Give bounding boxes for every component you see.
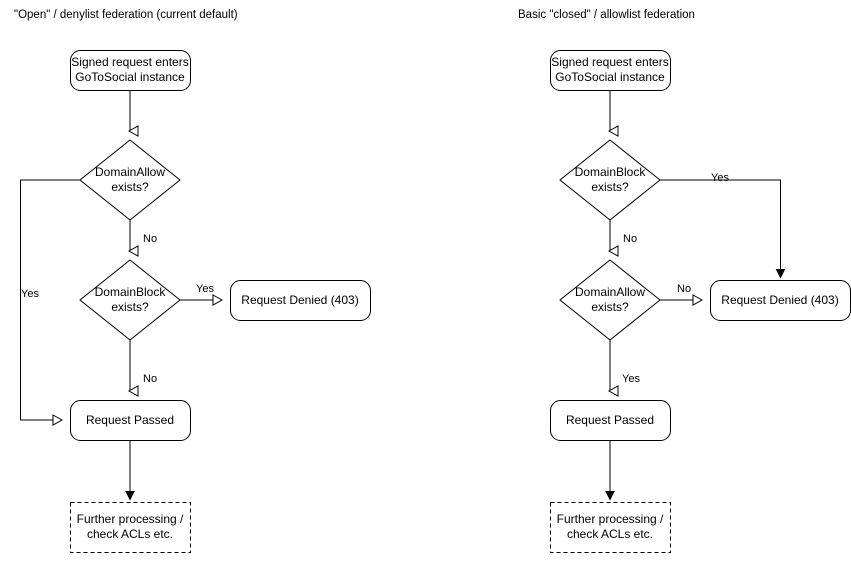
node-request-denied-right xyxy=(710,280,851,321)
node-decision-domainallow-left xyxy=(79,139,181,221)
edge-label-domainblock-no-left: No xyxy=(143,373,158,385)
edge-label-domainblock-yes-right: Yes xyxy=(711,172,729,184)
edge-label-domainallow-yes-left: Yes xyxy=(21,288,39,300)
edge-domainblock-yes-right xyxy=(660,179,781,277)
node-decision-domainallow-right xyxy=(559,259,661,341)
diagram-title-closed-allowlist: Basic "closed" / allowlist federation xyxy=(518,9,695,21)
edge-label-domainblock-yes-left: Yes xyxy=(196,283,214,295)
node-further-processing-left xyxy=(70,502,191,553)
node-request-passed-left xyxy=(70,400,191,441)
node-decision-domainblock-left xyxy=(79,259,181,341)
edge-label-domainblock-no-right: No xyxy=(623,233,638,245)
diagram-open-denylist xyxy=(20,50,371,553)
edge-label-domainallow-no-right: No xyxy=(677,283,692,295)
diagram-title-open-denylist: "Open" / denylist federation (current de… xyxy=(14,9,238,21)
edge-domainallow-yes-left xyxy=(20,179,80,426)
edge-label-domainallow-yes-right: Yes xyxy=(622,373,640,385)
node-start-left xyxy=(70,50,191,91)
node-start-right xyxy=(550,50,671,91)
node-request-passed-right xyxy=(550,400,671,441)
node-further-processing-right xyxy=(550,502,671,553)
node-request-denied-left xyxy=(230,280,371,321)
edge-label-domainallow-no-left: No xyxy=(143,233,158,245)
diagram-closed-allowlist xyxy=(550,50,851,553)
node-decision-domainblock-right xyxy=(559,139,661,221)
